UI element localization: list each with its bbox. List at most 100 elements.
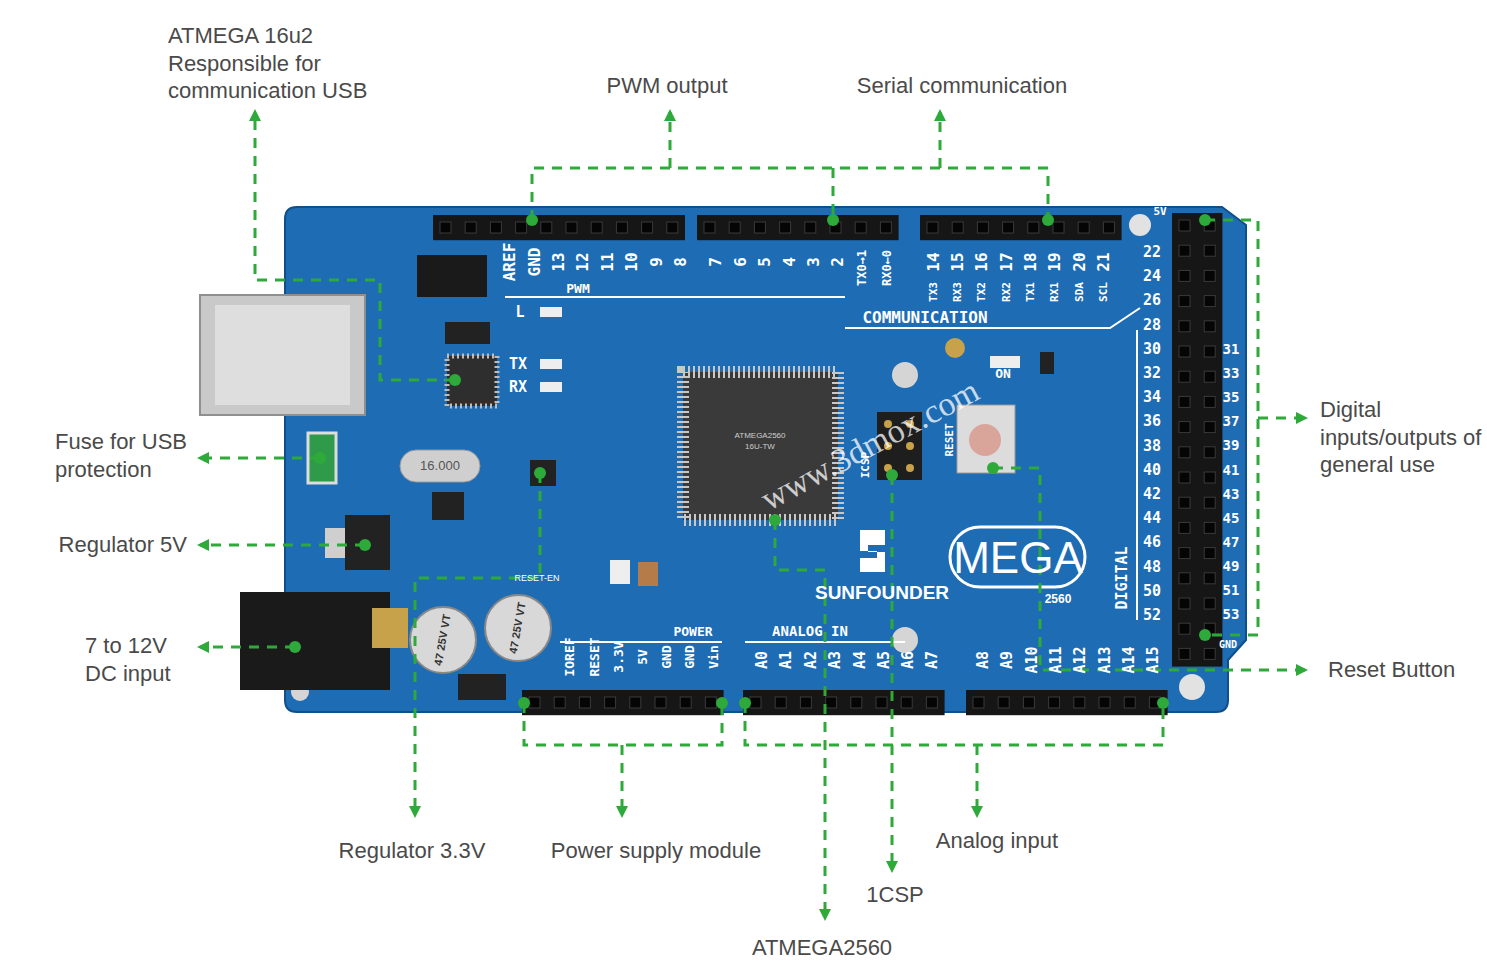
pin-label: 20	[1070, 252, 1090, 271]
pin-label: 15	[948, 252, 968, 271]
leader-line	[255, 112, 455, 380]
leader-dot	[886, 469, 898, 481]
header-socket	[1179, 220, 1190, 231]
pin-label: A12	[1071, 646, 1090, 673]
pin-label: 14	[924, 252, 944, 271]
board-pcb	[285, 207, 1246, 712]
callout-label: PWM output	[606, 72, 727, 100]
header-socket	[1179, 371, 1190, 382]
leader-dot	[359, 539, 371, 551]
callout-label: Regulator 5V	[59, 531, 187, 559]
pin-label: 19	[1045, 252, 1065, 271]
board-model: 2560	[1045, 592, 1072, 607]
pin-label: A5	[875, 651, 894, 669]
pin-label: 12	[573, 252, 593, 271]
pin-label: RX2	[1000, 282, 1014, 302]
silkscreen-line	[1136, 330, 1138, 620]
pin-label: DIGITAL	[1113, 546, 1132, 609]
callout-label: Power supply module	[551, 837, 761, 865]
pin-label: 46	[1143, 533, 1161, 552]
pads	[445, 322, 490, 344]
pin-label: 6	[731, 257, 751, 267]
sunfounder-logo	[860, 530, 885, 572]
header-socket	[1179, 321, 1190, 332]
board-name: MEGA	[953, 530, 1083, 585]
leader-line	[200, 544, 365, 547]
header-socket	[1204, 296, 1215, 307]
l-led	[540, 307, 562, 317]
header-socket	[876, 697, 887, 708]
leader-dot	[1199, 214, 1211, 226]
leader-dot	[739, 697, 751, 709]
pin-label: SDA	[1073, 282, 1087, 302]
leader-dot	[449, 374, 461, 386]
header-body	[743, 690, 945, 715]
header-socket	[1179, 396, 1190, 407]
header-socket	[926, 697, 937, 708]
pin-label: 41	[1223, 462, 1240, 480]
pin-label: 7	[706, 257, 726, 267]
pin-label: 16	[972, 252, 992, 271]
header-socket	[1179, 346, 1190, 357]
header-socket	[1204, 447, 1215, 458]
pin-label: Vin	[706, 645, 722, 668]
callout-label: Reset Button	[1328, 656, 1455, 684]
header-socket	[630, 697, 641, 708]
pin-label: A4	[851, 651, 870, 669]
pin-label: 34	[1143, 388, 1161, 407]
pin-header	[920, 215, 1122, 240]
pin-label: PWM	[566, 281, 589, 297]
pin-label: 5V	[635, 649, 651, 665]
pin-label: GND	[659, 645, 675, 668]
pin-label: GND	[682, 645, 698, 668]
pin-label: POWER	[673, 624, 712, 640]
test-pad	[945, 338, 965, 358]
leader-line	[200, 457, 320, 460]
header-socket	[1204, 245, 1215, 256]
pin-label: 33	[1223, 365, 1240, 383]
leader-line	[775, 520, 825, 918]
pin-label: RESET	[587, 637, 603, 676]
pin-label: 26	[1143, 291, 1161, 310]
chip-marking: ATMEGA2560	[735, 431, 786, 441]
bracket-line	[524, 703, 722, 745]
pin-label: 36	[1143, 412, 1161, 431]
header-socket	[729, 222, 740, 233]
header-socket	[1179, 573, 1190, 584]
header-socket	[1078, 222, 1089, 233]
header-socket	[998, 697, 1009, 708]
pin-label: ON	[995, 366, 1011, 382]
smd-part	[1040, 352, 1054, 374]
pin-label: RX1	[1048, 282, 1062, 302]
icsp-pin	[906, 464, 914, 472]
header-socket	[490, 222, 501, 233]
usb-connector	[200, 295, 365, 415]
header-socket	[465, 222, 476, 233]
pin-label: 17	[997, 252, 1017, 271]
pin-label: 39	[1223, 438, 1240, 456]
bracket-line	[745, 703, 1163, 745]
header-socket	[1049, 697, 1060, 708]
header-socket	[775, 697, 786, 708]
pin-label: 28	[1143, 315, 1161, 334]
header-socket	[655, 697, 666, 708]
header-body	[966, 690, 1168, 715]
callout-label: 7 to 12V DC input	[85, 632, 190, 687]
pin-header	[697, 215, 899, 240]
pin-label: TX0→1	[855, 250, 870, 286]
header-socket	[805, 222, 816, 233]
pin-label: RX	[509, 378, 527, 397]
callout-label: Digital inputs/outputs of general use	[1320, 396, 1485, 479]
leader-line	[939, 112, 942, 168]
pin-label: 52	[1143, 606, 1161, 625]
leader-dot	[526, 214, 538, 226]
header-body	[920, 215, 1122, 240]
silkscreen-line	[845, 308, 1140, 328]
bracket-line	[832, 168, 835, 220]
header-socket	[605, 697, 616, 708]
dc-jack-pin	[372, 608, 408, 648]
callout-label: Fuse for USB protection	[55, 428, 205, 483]
header-socket	[901, 697, 912, 708]
mounting-hole	[892, 627, 918, 653]
